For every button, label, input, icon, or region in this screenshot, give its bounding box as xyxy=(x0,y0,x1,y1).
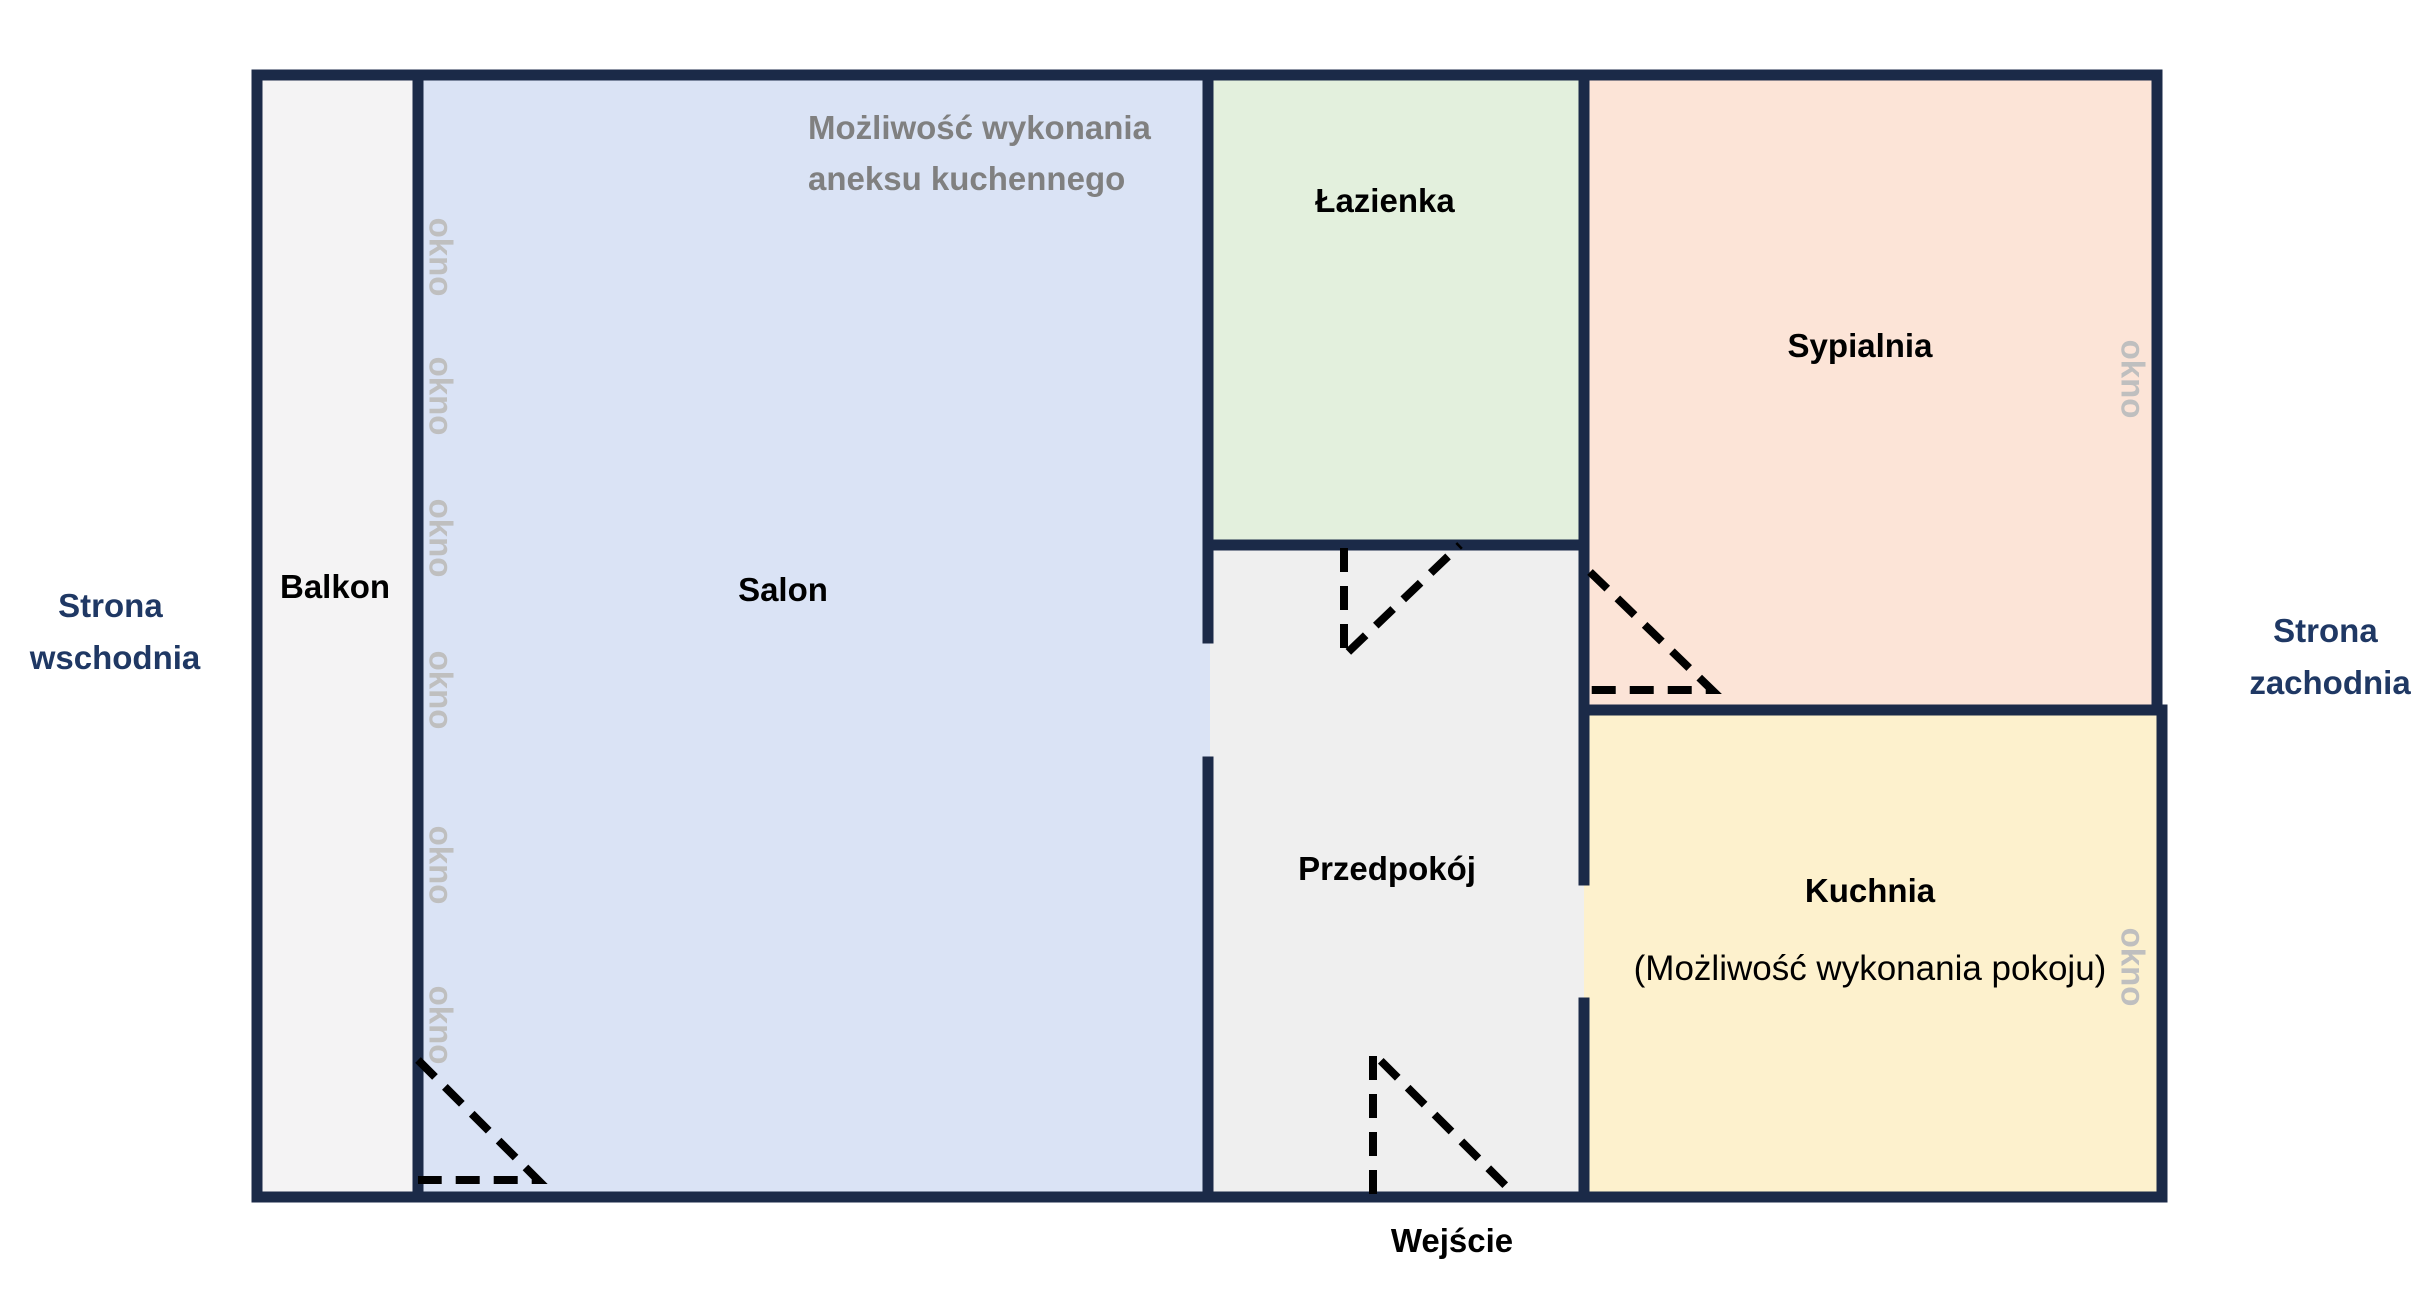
walls xyxy=(251,69,2168,1203)
bedroom-door xyxy=(1587,569,1722,694)
east-side-label: Strona wschodnia xyxy=(29,587,201,676)
window-label: okno xyxy=(422,651,459,730)
bedroom-label: Sypialnia xyxy=(1788,327,1934,364)
bedroom-area xyxy=(1584,76,2156,710)
window-label: okno xyxy=(422,826,459,905)
windows: okno okno okno okno okno okno okno okno xyxy=(422,218,2151,1065)
west-side-label: Strona zachodnia xyxy=(2249,612,2411,701)
kitchen-option-note: (Możliwość wykonania pokoju) xyxy=(1634,949,2107,988)
living-room-label: Salon xyxy=(738,571,828,608)
balcony-label: Balkon xyxy=(280,568,390,605)
entrance-door xyxy=(1369,1043,1515,1195)
kitchenette-note: Możliwość wykonania aneksu kuchennego xyxy=(808,109,1160,197)
balcony-area xyxy=(258,76,418,1196)
window-label: okno xyxy=(422,218,459,297)
kitchen-label: Kuchnia xyxy=(1805,872,1936,909)
window-label: okno xyxy=(422,499,459,578)
hallway-area xyxy=(1210,546,1584,1196)
window-label: okno xyxy=(2114,340,2151,419)
window-label: okno xyxy=(2114,928,2151,1007)
living-room-door xyxy=(415,1057,548,1184)
entrance-label: Wejście xyxy=(1391,1222,1513,1259)
bathroom-label: Łazienka xyxy=(1315,182,1455,219)
window-label: okno xyxy=(422,357,459,436)
kitchen-area xyxy=(1584,710,2162,1196)
window-label: okno xyxy=(422,986,459,1065)
hallway-label: Przedpokój xyxy=(1298,850,1476,887)
doors xyxy=(415,542,1722,1195)
bathroom-area xyxy=(1210,76,1584,546)
living-room-area xyxy=(418,76,1210,1196)
